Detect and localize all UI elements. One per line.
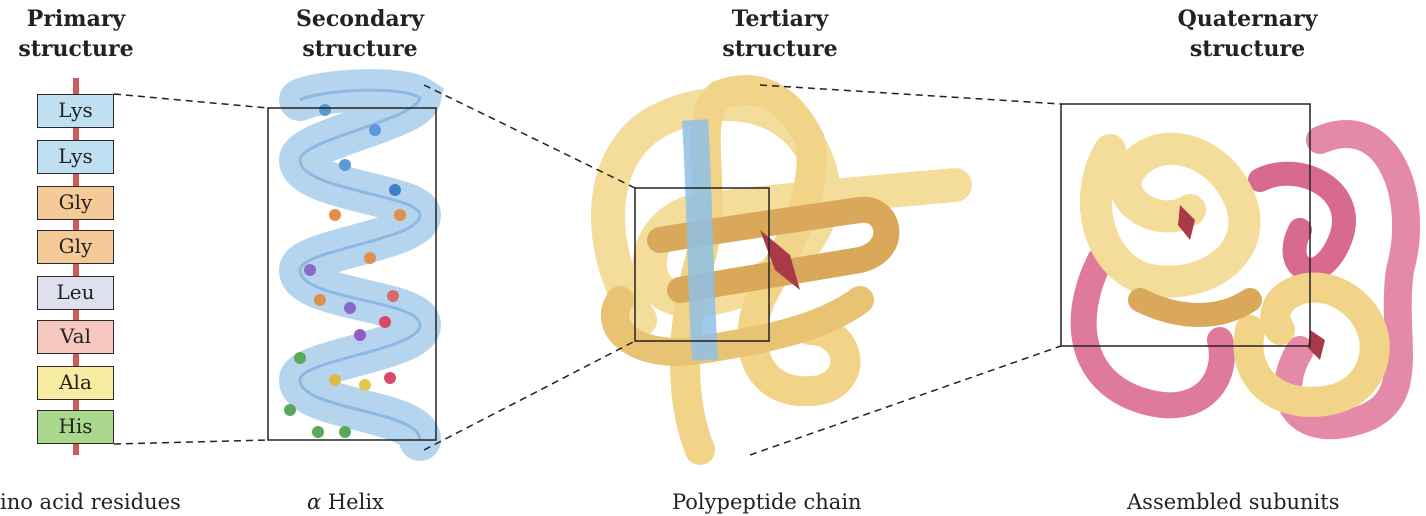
caption-primary: ino acid residues	[0, 490, 181, 514]
residue-box: Gly	[37, 186, 114, 220]
caption-tertiary: Polypeptide chain	[672, 490, 862, 514]
residue-box: Leu	[37, 276, 114, 310]
quaternary-assembly-illustration	[1061, 104, 1406, 425]
zoom-connectors	[114, 85, 1061, 455]
alpha-helix-illustration	[268, 90, 436, 440]
tertiary-fold-illustration	[608, 90, 955, 450]
residue-box: His	[37, 410, 114, 444]
caption-quaternary: Assembled subunits	[1127, 490, 1340, 514]
residue-box: Lys	[37, 140, 114, 174]
caption-secondary: α Helix	[307, 490, 384, 514]
residue-box: Lys	[37, 94, 114, 128]
residue-box: Ala	[37, 366, 114, 400]
residue-box: Val	[37, 320, 114, 354]
residue-box: Gly	[37, 230, 114, 264]
